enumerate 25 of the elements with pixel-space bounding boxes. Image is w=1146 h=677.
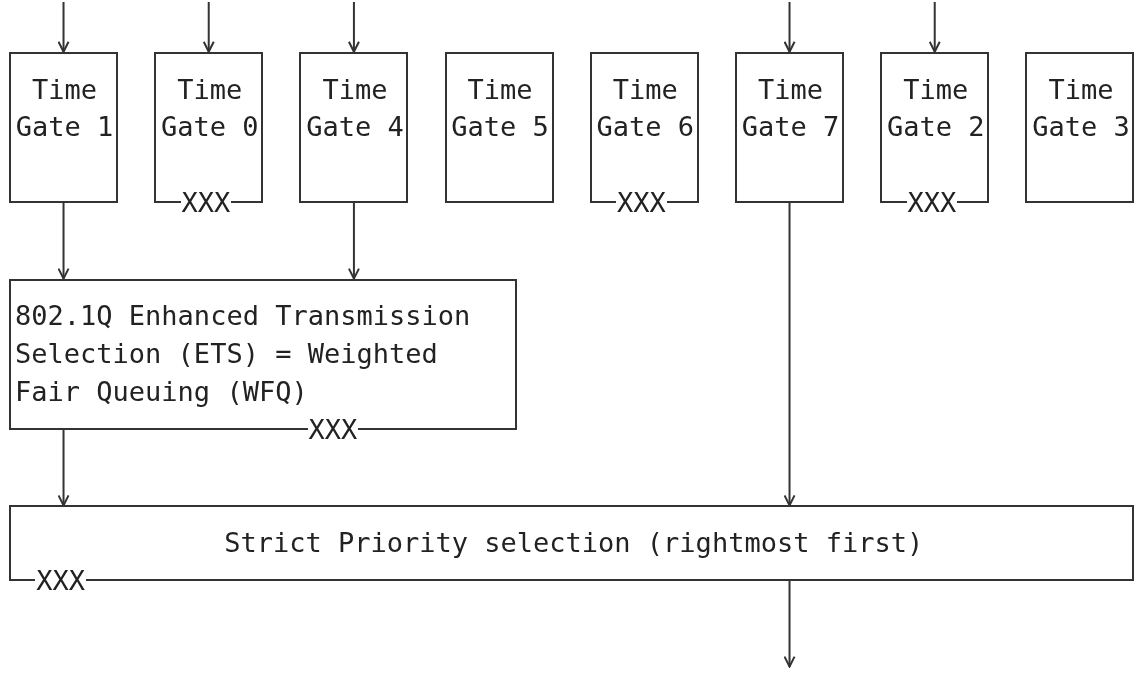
gate-box (735, 51, 844, 203)
box-text: Time Gate 7 (741, 72, 840, 145)
box-text: Time Gate 5 (450, 72, 550, 145)
arrow (783, 580, 796, 668)
box-text: Time Gate 6 (595, 72, 695, 145)
arrow (347, 1, 360, 53)
gate-box (9, 51, 118, 203)
box-text: Strict Priority selection (rightmost first) (223, 526, 925, 561)
gate-box (299, 51, 409, 203)
arrow (57, 202, 70, 280)
box-text: Time Gate 3 (1031, 72, 1131, 145)
gate-box (1025, 51, 1135, 203)
box-text: Time Gate 4 (305, 72, 405, 145)
arrow (928, 1, 941, 53)
arrow (202, 1, 215, 53)
arrow (57, 428, 70, 507)
box-text: 802.1Q Enhanced Transmission Selection (ETS) = Weighted Fair Queuing (WFQ) (15, 299, 472, 410)
box-text: Time Gate 2 (886, 72, 986, 145)
arrow (347, 202, 360, 280)
box-text: Time Gate 1 (15, 72, 114, 145)
arrow (783, 1, 796, 53)
arrow (57, 1, 70, 53)
box-text: Time Gate 0 (160, 72, 260, 145)
arrow (783, 202, 796, 507)
gate-box (444, 51, 554, 203)
